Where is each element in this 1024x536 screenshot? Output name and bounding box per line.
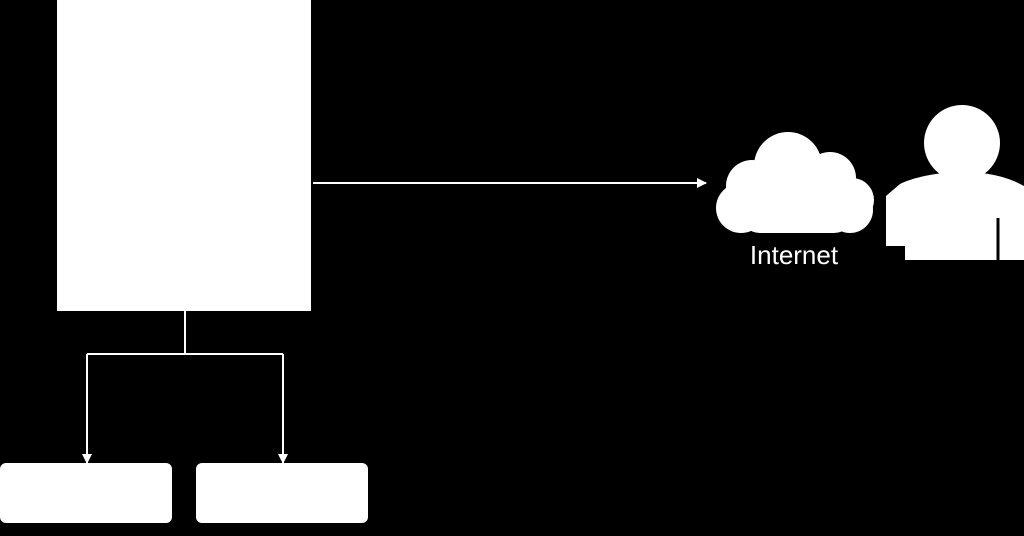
- child-box-left: [0, 463, 172, 523]
- cloud-icon: [716, 132, 874, 233]
- child-connectors: [82, 311, 288, 464]
- internet-label: Internet: [749, 240, 839, 270]
- child-box-right: [196, 463, 368, 523]
- main-server-box: [57, 0, 311, 311]
- user-icon: [886, 105, 1024, 260]
